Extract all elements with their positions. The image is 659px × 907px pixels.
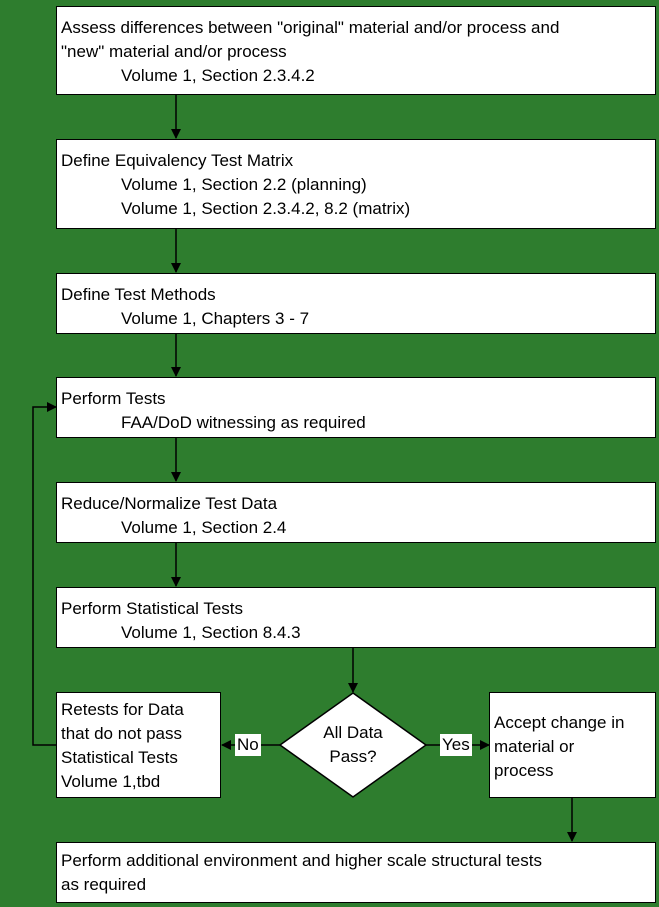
- accept-line-3: process: [494, 761, 554, 780]
- assess-line-1: Assess differences between "original" ma…: [61, 18, 560, 37]
- statistical-tests-box: Perform Statistical Tests Volume 1, Sect…: [56, 587, 656, 648]
- assess-line-2: "new" material and/or process: [61, 42, 287, 61]
- methods-reference: Volume 1, Chapters 3 - 7: [121, 309, 310, 328]
- retests-line-3: Statistical Tests: [61, 748, 178, 767]
- perform-reference: FAA/DoD witnessing as required: [121, 413, 366, 432]
- retests-line-1: Retests for Data: [61, 700, 184, 719]
- stat-line-1: Perform Statistical Tests: [61, 599, 244, 618]
- assess-reference: Volume 1, Section 2.3.4.2: [121, 66, 315, 85]
- retests-box: Retests for Data that do not pass Statis…: [56, 692, 221, 798]
- decision-label: All Data Pass?: [300, 721, 406, 769]
- reduce-normalize-box: Reduce/Normalize Test Data Volume 1, Sec…: [56, 482, 656, 543]
- additional-tests-box: Perform additional environment and highe…: [56, 842, 656, 903]
- define-matrix-box: Define Equivalency Test Matrix Volume 1,…: [56, 139, 656, 229]
- stat-reference: Volume 1, Section 8.4.3: [121, 623, 301, 642]
- retests-line-4: Volume 1,tbd: [61, 772, 161, 791]
- matrix-line-1: Define Equivalency Test Matrix: [61, 151, 294, 170]
- reduce-line-1: Reduce/Normalize Test Data: [61, 494, 278, 513]
- matrix-reference-2: Volume 1, Section 2.3.4.2, 8.2 (matrix): [121, 199, 411, 218]
- reduce-reference: Volume 1, Section 2.4: [121, 518, 287, 537]
- decision-line-2: Pass?: [329, 747, 377, 766]
- retests-line-2: that do not pass: [61, 724, 182, 743]
- arrow-retests-loop-to-perform: [32, 402, 57, 746]
- no-edge-label: No: [235, 734, 261, 756]
- decision-line-1: All Data: [323, 723, 383, 742]
- additional-line-1: Perform additional environment and highe…: [61, 851, 542, 870]
- define-methods-box: Define Test Methods Volume 1, Chapters 3…: [56, 273, 656, 334]
- perform-line-1: Perform Tests: [61, 389, 166, 408]
- perform-tests-box: Perform Tests FAA/DoD witnessing as requ…: [56, 377, 656, 438]
- accept-line-2: material or: [494, 737, 575, 756]
- accept-line-1: Accept change in: [494, 713, 625, 732]
- accept-change-box: Accept change in material or process: [489, 692, 656, 798]
- methods-line-1: Define Test Methods: [61, 285, 216, 304]
- additional-line-2: as required: [61, 875, 147, 894]
- yes-edge-label: Yes: [440, 734, 472, 756]
- decision-diamond: [278, 692, 428, 798]
- assess-differences-box: Assess differences between "original" ma…: [56, 6, 656, 95]
- matrix-reference-1: Volume 1, Section 2.2 (planning): [121, 175, 367, 194]
